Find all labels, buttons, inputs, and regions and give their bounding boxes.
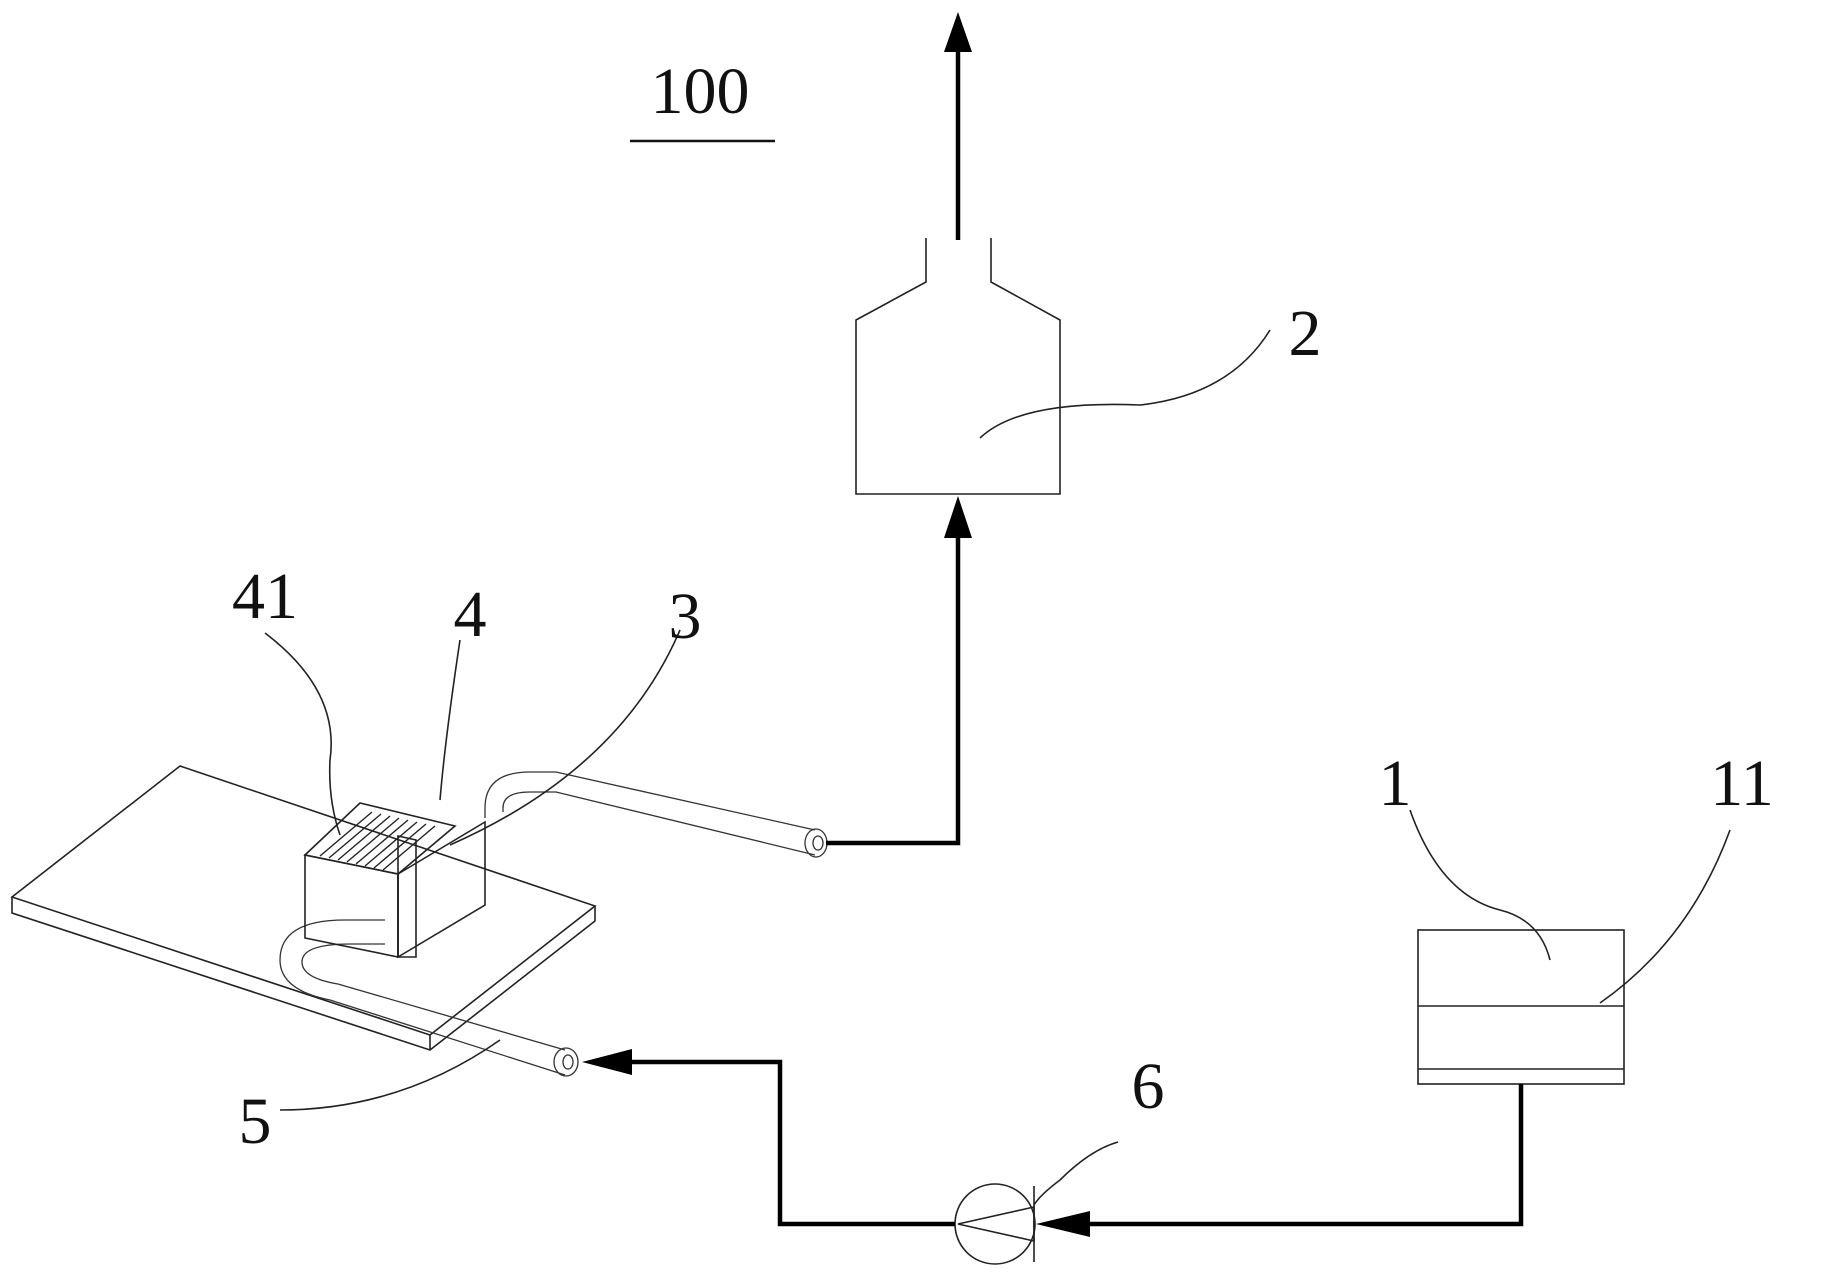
exhaust-arrowhead: [944, 12, 972, 52]
leader-block: [440, 640, 460, 800]
label-evaporator-block: 4: [454, 578, 487, 651]
label-outlet-tube: 3: [669, 580, 702, 653]
leader-reservoir: [1410, 810, 1550, 960]
label-wick-grooves: 41: [232, 560, 298, 633]
pump-to-inlet-line: [620, 1062, 955, 1224]
label-inlet-tube: 5: [239, 1085, 272, 1158]
outlet-flow-line: [826, 530, 958, 843]
collector-inlet-arrowhead: [944, 496, 972, 538]
inlet-tube: [280, 920, 578, 1076]
label-pump: 6: [1132, 1050, 1165, 1123]
leader-collector: [980, 330, 1270, 438]
inlet-arrowhead: [582, 1049, 632, 1075]
figure-number: 100: [651, 55, 750, 128]
leader-pump: [1034, 1142, 1118, 1205]
leader-inlet: [280, 1040, 500, 1110]
leader-grooves: [265, 633, 340, 835]
base-plate: [12, 766, 595, 1050]
leader-reservoir-layer: [1600, 830, 1730, 1003]
pump: [955, 1184, 1035, 1264]
collector-vessel: [856, 238, 1060, 494]
label-reservoir: 1: [1379, 747, 1412, 820]
evaporator-block: [305, 803, 485, 957]
label-reservoir-layer: 11: [1710, 747, 1774, 820]
pump-inlet-arrowhead: [1036, 1211, 1090, 1237]
outlet-tube: [485, 772, 827, 857]
reservoir: [1418, 930, 1624, 1084]
label-collector: 2: [1289, 297, 1322, 370]
